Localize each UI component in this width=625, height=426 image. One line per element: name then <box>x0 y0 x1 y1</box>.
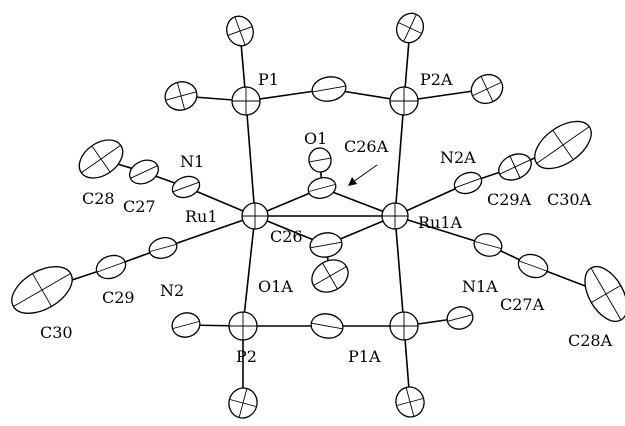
atom-c27 <box>128 159 160 185</box>
atom-c-p1-top <box>226 15 254 47</box>
label-p2: P2 <box>236 347 257 366</box>
atom-p1 <box>231 86 261 116</box>
atom-c29 <box>95 254 127 280</box>
atom-o1a <box>311 259 349 293</box>
atom-c27a <box>517 253 549 279</box>
label-n1a: N1A <box>462 277 498 296</box>
atom-c-p2-bottom <box>228 387 258 419</box>
atom-p2a <box>389 86 419 116</box>
label-c28a: C28A <box>568 331 613 350</box>
label-p1a: P1A <box>348 347 381 366</box>
atom-c-p2a-right <box>470 73 504 105</box>
atom-c-p1a-bottom <box>395 386 425 418</box>
atom-c-p2-left <box>171 312 201 338</box>
c26a-pointer-arrow <box>348 164 378 186</box>
bond-ru1a-p1a <box>394 215 405 327</box>
atom-ru1 <box>241 202 269 230</box>
label-ru1: Ru1 <box>185 207 218 226</box>
bond-ru1-p2 <box>242 215 256 327</box>
atom-n1 <box>171 175 201 199</box>
atom-n2a <box>453 171 483 195</box>
atom-c30 <box>11 266 73 314</box>
label-p1: P1 <box>258 70 279 89</box>
label-n2a: N2A <box>440 148 476 167</box>
atom-c26a <box>307 177 337 199</box>
label-ru1a: Ru1A <box>418 213 463 232</box>
atom-o-bridge-top <box>311 76 347 102</box>
label-p2a: P2A <box>420 70 453 89</box>
atom-p1a <box>389 311 419 341</box>
label-c28: C28 <box>82 189 115 208</box>
atom-c28 <box>78 139 124 179</box>
atom-c30a <box>534 120 592 170</box>
atom-p2 <box>228 311 258 341</box>
label-n2: N2 <box>160 281 184 300</box>
bond-ru1a-n1a <box>394 215 489 246</box>
atom-c-p1a-right <box>446 306 474 330</box>
label-c30a: C30A <box>547 190 592 209</box>
label-n1: N1 <box>180 152 204 171</box>
label-c27: C27 <box>123 197 156 216</box>
label-c30: C30 <box>40 323 73 342</box>
bond-p1-ru1 <box>245 100 256 217</box>
atom-layer <box>11 12 625 419</box>
label-c27a: C27A <box>500 295 545 314</box>
atom-o1 <box>308 147 332 173</box>
label-o1: O1 <box>304 129 327 148</box>
atom-c28a <box>584 266 625 322</box>
atom-c29a <box>498 153 532 181</box>
label-layer: P1 P2A O1 C26A N1 N2A C28 C27 Ru1 C29A C… <box>40 70 613 366</box>
atom-ru1a <box>381 202 409 230</box>
bond-ru1-n2 <box>162 215 256 249</box>
bond-p2a-ru1a <box>394 100 405 217</box>
atom-o-bridge-bottom <box>310 313 344 339</box>
atom-n1a <box>473 233 503 257</box>
atom-c26 <box>309 232 343 258</box>
label-c29: C29 <box>102 288 135 307</box>
label-c29a: C29A <box>487 190 532 209</box>
atom-n2 <box>148 237 178 259</box>
label-c26a: C26A <box>344 137 389 156</box>
label-c26: C26 <box>270 227 303 246</box>
atom-c-p1-left <box>164 81 198 111</box>
atom-c-p2a-top <box>395 12 425 44</box>
label-o1a: O1A <box>258 277 293 296</box>
